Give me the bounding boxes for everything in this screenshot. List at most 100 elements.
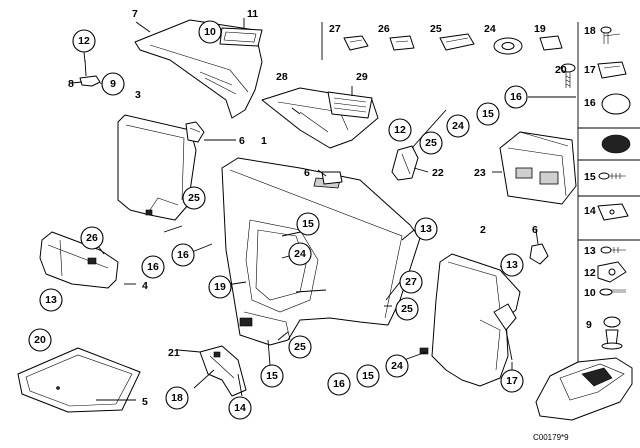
callout-12b: 12 [388,118,412,142]
clip-6c [529,243,549,265]
svg-text:24: 24 [452,120,464,132]
plug-16-dark-icon [601,134,631,154]
screw-15-icon [598,172,626,180]
callout-18: 18 [165,386,189,410]
svg-text:18: 18 [584,25,596,37]
vent-29 [327,91,373,119]
bracket-21 [199,345,247,397]
screw-20-icon [560,63,576,88]
svg-text:4: 4 [142,280,148,292]
callout-16a: 16 [171,243,195,267]
svg-text:12: 12 [78,35,90,47]
svg-text:5: 5 [142,396,148,408]
svg-text:24: 24 [391,360,403,372]
svg-text:16: 16 [333,378,345,390]
svg-text:13: 13 [506,259,518,271]
plain-labels: 7 11 8 3 6 1 28 29 6 22 23 2 6 4 5 21 27… [68,8,596,408]
svg-text:15: 15 [302,218,314,230]
callout-15a: 15 [296,212,320,236]
svg-text:25: 25 [425,137,437,149]
callout-17: 17 [500,369,524,393]
svg-text:18: 18 [171,392,183,404]
callout-19: 19 [208,275,232,299]
svg-text:11: 11 [247,8,258,20]
diagram-code: C00179*9 [533,433,569,442]
clip-26-icon [389,35,415,51]
svg-text:21: 21 [168,347,180,359]
svg-text:27: 27 [329,23,341,35]
clip-19-icon [539,35,563,51]
clip-25-icon [439,33,475,51]
callout-20: 20 [28,328,52,352]
shelf-4 [39,231,119,289]
callout-13c: 13 [500,253,524,277]
svg-text:8: 8 [68,78,74,90]
callout-16d: 16 [327,372,351,396]
callout-24a: 24 [288,242,312,266]
svg-text:6: 6 [239,135,245,147]
callout-13a: 13 [39,288,63,312]
callout-24c: 24 [385,354,409,378]
svg-text:16: 16 [147,261,159,273]
svg-text:25: 25 [401,303,413,315]
clip-6a [185,121,205,143]
svg-text:10: 10 [584,287,596,299]
clip-14-icon [597,203,629,221]
svg-text:15: 15 [482,108,494,120]
callout-13b: 13 [414,217,438,241]
svg-text:1: 1 [261,135,267,147]
plate-11 [219,27,263,47]
callout-9: 9 [101,72,125,96]
svg-text:10: 10 [204,26,216,38]
svg-text:27: 27 [405,276,417,288]
svg-text:15: 15 [584,171,596,183]
nut-12-icon [597,261,627,283]
svg-text:22: 22 [432,167,444,179]
svg-text:26: 26 [86,232,98,244]
svg-text:13: 13 [45,294,57,306]
callout-15d: 15 [356,364,380,388]
callout-16b: 16 [141,255,165,279]
svg-text:3: 3 [135,89,141,101]
plug-16-icon [601,93,631,115]
svg-text:15: 15 [362,370,374,382]
svg-text:16: 16 [510,91,522,103]
clip-17 [493,303,517,361]
svg-text:26: 26 [378,23,390,35]
svg-text:24: 24 [484,23,496,35]
svg-text:16: 16 [584,97,596,109]
svg-text:15: 15 [266,370,278,382]
clip-6b [321,171,343,185]
svg-text:14: 14 [584,205,596,217]
clip-8 [71,59,101,87]
svg-text:19: 19 [214,281,226,293]
svg-text:13: 13 [420,223,432,235]
screw-18-icon [600,26,621,44]
callout-27: 27 [399,270,423,294]
grommet-24-icon [493,37,523,55]
callout-24b: 24 [446,114,470,138]
bracket-22 [391,145,419,181]
svg-text:24: 24 [294,248,306,260]
clip-9-icon [601,316,623,350]
screw-13-icon [600,246,626,254]
svg-text:23: 23 [474,167,486,179]
svg-text:6: 6 [532,224,538,236]
svg-text:12: 12 [584,267,596,279]
floor-mat-5 [17,347,141,413]
callout-26: 26 [80,226,104,250]
callout-25c: 25 [419,131,443,155]
svg-text:12: 12 [394,124,406,136]
svg-text:14: 14 [234,402,246,414]
callout-25a: 25 [182,186,206,210]
svg-text:19: 19 [534,23,546,35]
svg-text:2: 2 [480,224,486,236]
svg-text:25: 25 [188,192,200,204]
rear-panel-2 [419,253,521,387]
nut-17-icon [597,61,627,79]
rear-panel-1 [221,157,421,346]
rivet-10-icon [599,288,626,296]
clip-27-icon [343,35,369,51]
svg-text:9: 9 [110,78,116,90]
